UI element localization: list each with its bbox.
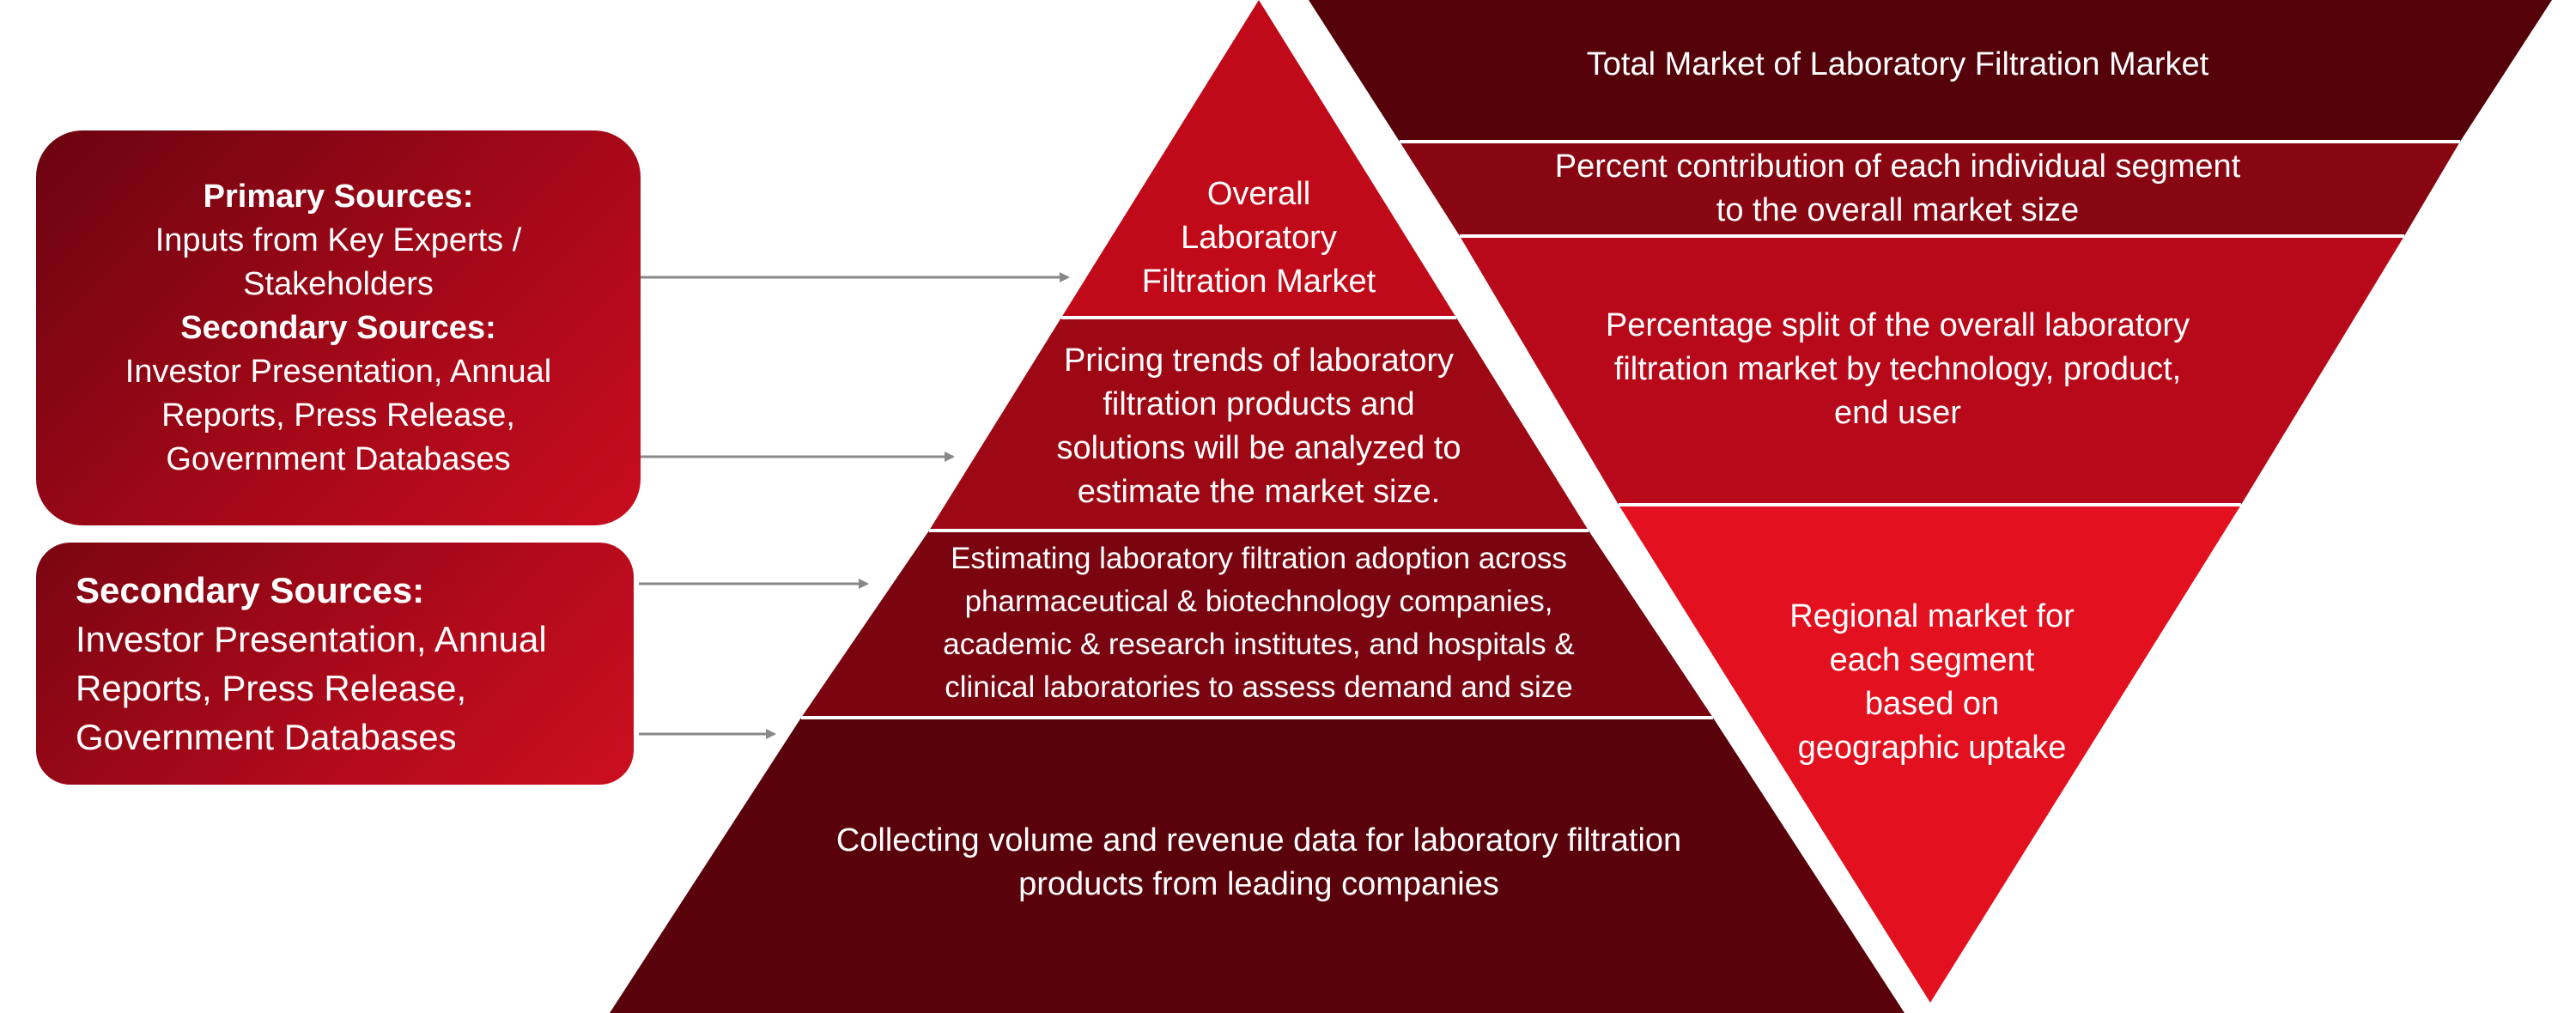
- pyramid-tier-1-line: Laboratory: [1181, 220, 1337, 256]
- inverted-pyramid-tier-2-label: Percent contribution of each individual …: [1468, 143, 2327, 234]
- inverted-pyramid-tier-1-line: Total Market of Laboratory Filtration Ma…: [1586, 45, 2209, 82]
- inverted-pyramid-tier-3-line: Percentage split of the overall laborato…: [1605, 306, 2190, 343]
- primary-sources-line: Stakeholders: [243, 265, 434, 302]
- pyramid-tier-2: [929, 318, 1589, 531]
- secondary-sources-heading: Secondary Sources:: [180, 309, 496, 346]
- pyramid-tier-4-line: Collecting volume and revenue data for l…: [835, 822, 1682, 858]
- pyramid-tier-3-line: clinical laboratories to assess demand a…: [945, 670, 1573, 704]
- pyramid-tier-2-label: Pricing trends of laboratory filtration …: [1001, 330, 1516, 524]
- inverted-pyramid-tier-4-line: each segment: [1829, 642, 2035, 678]
- pyramid-tier-1-line: Overall: [1206, 176, 1311, 212]
- pyramid-tier-4: [610, 718, 1905, 1013]
- inverted-pyramid-tier-3-line: filtration market by technology, product…: [1613, 350, 2182, 387]
- pyramid-tier-3-label: Estimating laboratory filtration adoptio…: [872, 534, 1645, 713]
- pyramid-tier-4-label: Collecting volume and revenue data for l…: [744, 807, 1774, 919]
- pyramid-tier-2-line: estimate the market size.: [1077, 474, 1441, 510]
- secondary-sources-line: Investor Presentation, Annual: [125, 353, 552, 390]
- primary-sources-box: Primary Sources: Inputs from Key Experts…: [36, 130, 641, 525]
- inverted-pyramid-tier-2-line: to the overall market size: [1716, 192, 2080, 228]
- pyramid-tier-2-line: filtration products and: [1103, 386, 1415, 422]
- inverted-pyramid-tier-3-label: Percentage split of the overall laborato…: [1554, 296, 2241, 442]
- inverted-pyramid-tier-4-line: geographic uptake: [1797, 730, 2067, 766]
- primary-sources-line: Inputs from Key Experts /: [155, 221, 522, 258]
- pyramid-tier-3-line: pharmaceutical & biotechnology companies…: [964, 585, 1553, 618]
- pyramid-tier-2-line: Pricing trends of laboratory: [1063, 343, 1455, 379]
- secondary-sources-line: Investor Presentation, Annual: [76, 619, 547, 659]
- inverted-pyramid-tier-3-line: end user: [1834, 394, 1961, 431]
- inverted-pyramid-tier-1-label: Total Market of Laboratory Filtration Ma…: [1468, 34, 2327, 94]
- pyramid-tier-2-line: solutions will be analyzed to: [1056, 430, 1461, 466]
- secondary-sources-box: Secondary Sources: Investor Presentation…: [36, 543, 634, 785]
- secondary-sources-heading: Secondary Sources:: [76, 570, 425, 610]
- pyramid-tier-3-line: Estimating laboratory filtration adoptio…: [951, 542, 1567, 575]
- inverted-pyramid-tier-4-line: Regional market for: [1789, 598, 2075, 634]
- inverted-pyramid-tier-2: [1400, 142, 2460, 236]
- inverted-pyramid-tier-4-label: Regional market for each segment based o…: [1717, 592, 2147, 773]
- inverted-pyramid-tier-4-line: based on: [1864, 686, 2000, 722]
- inverted-pyramid-tier-4: [1619, 505, 2241, 1003]
- pyramid-tier-1-line: Filtration Market: [1141, 264, 1376, 300]
- pyramid-tier-4-line: products from leading companies: [1018, 866, 1499, 902]
- secondary-sources-line: Government Databases: [166, 440, 511, 477]
- inverted-pyramid-tier-1: [1309, 0, 2552, 142]
- secondary-sources-line: Reports, Press Release,: [76, 668, 467, 708]
- pyramid-tier-1: [1061, 0, 1456, 318]
- inverted-pyramid-tier-2-line: Percent contribution of each individual …: [1554, 149, 2241, 185]
- pyramid-tier-1-label: Overall Laboratory Filtration Market: [1113, 167, 1405, 309]
- secondary-sources-line: Reports, Press Release,: [161, 397, 515, 434]
- pyramid-tier-3: [801, 531, 1713, 718]
- pyramid-tier-3-line: academic & research institutes, and hosp…: [943, 628, 1575, 661]
- secondary-sources-line: Government Databases: [76, 717, 457, 757]
- primary-sources-heading: Primary Sources:: [203, 178, 474, 215]
- inverted-pyramid-tier-3: [1460, 236, 2404, 505]
